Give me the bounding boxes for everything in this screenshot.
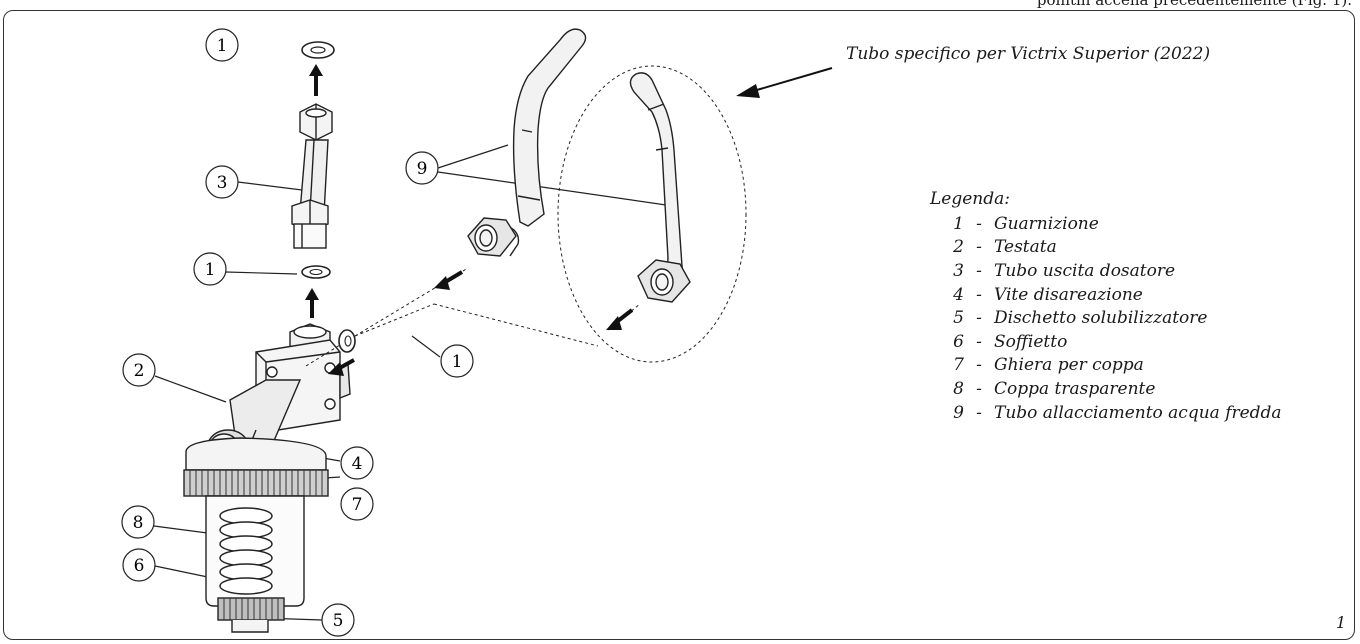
legend-dash: - (976, 402, 982, 423)
callout-6-label: 6 (134, 556, 145, 576)
legend-item: 6-Soffietto (930, 330, 1282, 354)
legend-item-label: Soffietto (994, 331, 1068, 352)
legend-item: 9-Tubo allacciamento acqua fredda (930, 401, 1282, 425)
callout-3: 3 (205, 165, 239, 199)
specific-tube-highlight (557, 65, 747, 363)
callout-4-label: 4 (352, 454, 363, 474)
ring-nut (183, 437, 329, 497)
figure-frame (3, 10, 1355, 640)
legend-item-number: 9 (953, 402, 964, 423)
callout-2-label: 2 (134, 361, 145, 381)
legend-item-label: Tubo uscita dosatore (994, 260, 1176, 281)
callout-1-top: 1 (205, 28, 239, 62)
arrow-left-1 (328, 358, 355, 376)
callout-1-right: 1 (440, 344, 474, 378)
callout-5-label: 5 (333, 611, 344, 631)
gasket-right (338, 329, 356, 353)
legend-item-label: Guarnizione (994, 213, 1099, 234)
callout-5: 5 (321, 603, 355, 637)
figure-number: 1 (1335, 613, 1346, 632)
arrow-up-top (309, 64, 323, 96)
legend-dash: - (976, 213, 982, 234)
legend-dash: - (976, 378, 982, 399)
callout-9-label: 9 (417, 159, 428, 179)
legend-dash: - (976, 355, 982, 376)
legend-item-number: 7 (953, 355, 964, 376)
legend-item-number: 3 (953, 260, 964, 281)
gasket-top (301, 41, 335, 59)
callout-4: 4 (340, 446, 374, 480)
legend-item-label: Tubo allacciamento acqua fredda (994, 402, 1282, 423)
note-arrow (736, 67, 833, 98)
legend: Legenda: 1-Guarnizione 2-Testata 3-Tubo … (930, 189, 1282, 424)
transparent-bowl (205, 495, 305, 633)
legend-dash: - (976, 237, 982, 258)
arrow-up-mid (305, 288, 319, 318)
legend-item: 8-Coppa trasparente (930, 377, 1282, 401)
bellows (219, 507, 273, 595)
legend-title: Legenda: (930, 189, 1010, 209)
page-caption-fragment: pointin accena precedentemente (Fig. 1). (1036, 0, 1352, 9)
cold-water-tube-specific (629, 72, 691, 303)
legend-item-number: 2 (953, 237, 964, 258)
legend-item: 1-Guarnizione (930, 212, 1282, 236)
legend-item-number: 6 (953, 331, 964, 352)
assembly-guides (305, 267, 641, 367)
callout-3-label: 3 (217, 173, 228, 193)
legend-item-label: Ghiera per coppa (994, 355, 1144, 376)
callout-8: 8 (121, 505, 155, 539)
outlet-tube (291, 103, 333, 249)
legend-item-label: Coppa trasparente (994, 378, 1156, 399)
callout-1-top-label: 1 (217, 36, 228, 56)
legend-item-label: Testata (994, 237, 1057, 258)
legend-dash: - (976, 331, 982, 352)
callouts: 1 3 1 2 1 4 7 8 (121, 28, 474, 637)
callout-8-label: 8 (133, 513, 144, 533)
legend-item-number: 8 (953, 378, 964, 399)
arrow-left-2 (434, 270, 464, 290)
legend-item-label: Vite disareazione (994, 284, 1143, 305)
callout-9: 9 (405, 151, 439, 185)
arrow-left-3 (606, 308, 634, 330)
callout-1-right-label: 1 (452, 352, 463, 372)
legend-item: 3-Tubo uscita dosatore (930, 259, 1282, 283)
specific-tube-note: Tubo specifico per Victrix Superior (202… (846, 44, 1211, 64)
callout-6: 6 (122, 548, 156, 582)
legend-item-number: 4 (953, 284, 964, 305)
legend-dash: - (976, 308, 982, 329)
callout-1-mid-label: 1 (205, 260, 216, 280)
callout-1-mid: 1 (193, 252, 227, 286)
callout-7-label: 7 (352, 495, 363, 515)
legend-item: 7-Ghiera per coppa (930, 354, 1282, 378)
legend-item-label: Dischetto solubilizzatore (994, 308, 1208, 329)
legend-dash: - (976, 260, 982, 281)
callout-7: 7 (340, 487, 374, 521)
legend-item-number: 1 (953, 213, 964, 234)
legend-item: 5-Dischetto solubilizzatore (930, 306, 1282, 330)
legend-item: 2-Testata (930, 236, 1282, 260)
legend-item: 4-Vite disareazione (930, 283, 1282, 307)
callout-2: 2 (122, 353, 156, 387)
cold-water-tube-standard (467, 28, 587, 257)
gasket-mid (301, 265, 331, 279)
legend-dash: - (976, 284, 982, 305)
legend-item-number: 5 (953, 308, 964, 329)
